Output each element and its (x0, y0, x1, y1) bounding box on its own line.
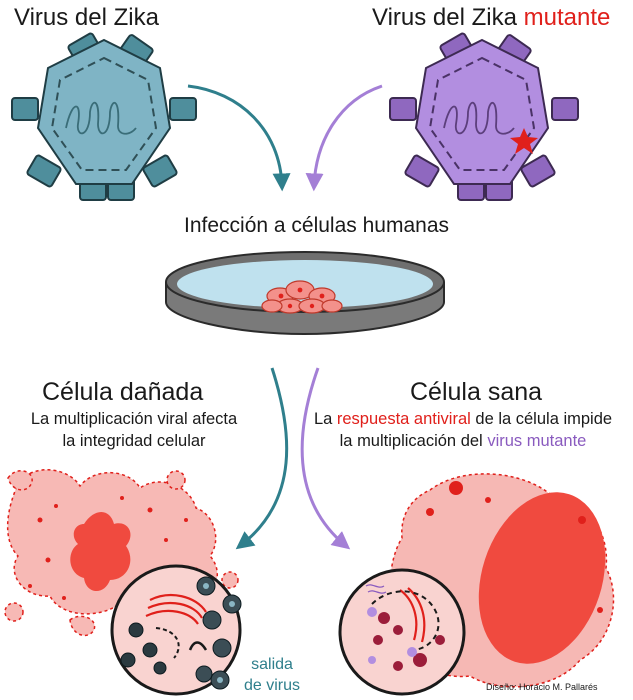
arrow-to-damaged-cell (235, 367, 289, 550)
virus-exit-line-1: salida (251, 656, 293, 673)
healthy-cell-description: La respuesta antiviral de la célula impi… (296, 408, 630, 452)
damaged-line-2: la integridad celular (62, 432, 206, 450)
healthy-cell-title: Célula sana (410, 378, 543, 406)
infection-label: Infección a células humanas (184, 214, 449, 237)
arrow-to-healthy-cell (300, 367, 351, 550)
design-credit: Diseño: Horacio M. Pallarés (486, 682, 598, 692)
mutant-virus-highlight: virus mutante (487, 432, 587, 450)
mutant-zika-virus-icon (389, 32, 579, 201)
antiviral-response-highlight: respuesta antiviral (336, 410, 471, 428)
healthy-line-1-pre: La (313, 410, 333, 428)
damaged-cell-zoom-circle (110, 564, 242, 696)
healthy-line-1: La respuesta antiviral de la célula impi… (296, 408, 630, 430)
virus-right-title-highlight: mutante (523, 4, 611, 31)
virus-exit-line-2: de virus (244, 677, 301, 694)
healthy-cell-zoom-circle (338, 568, 466, 696)
healthy-line-2: la multiplicación del virus mutante (296, 430, 630, 452)
zika-virus-icon (11, 32, 197, 201)
healthy-line-2-pre: la multiplicación del (339, 432, 483, 450)
healthy-line-1-post: de la célula impide (475, 410, 613, 428)
petri-dish-icon (165, 251, 445, 336)
virus-left-title: Virus del Zika (14, 4, 159, 31)
virus-exit-label: salida de virus (244, 654, 300, 696)
damaged-cell-description: La multiplicación viral afecta la integr… (4, 408, 264, 452)
arrow-mutant-to-cells (305, 84, 383, 192)
virus-right-title-plain: Virus del Zika (372, 4, 517, 31)
arrow-left-virus-to-cells (187, 84, 291, 192)
damaged-line-1: La multiplicación viral afecta (30, 410, 238, 428)
damaged-cell-title: Célula dañada (42, 378, 204, 406)
mutation-star-icon (510, 128, 538, 154)
virus-right-title: Virus del Zika mutante (372, 4, 610, 32)
